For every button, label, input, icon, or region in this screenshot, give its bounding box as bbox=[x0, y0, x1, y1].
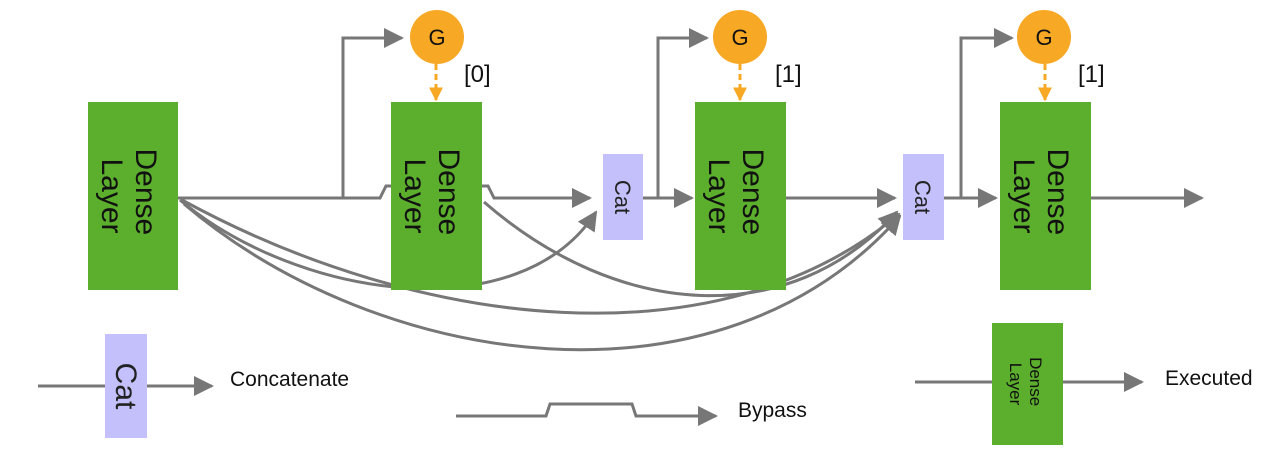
dense-layer-1: Dense Layer bbox=[391, 102, 482, 290]
gate-feed-wire-1 bbox=[656, 28, 709, 198]
cat-block-1-box bbox=[603, 154, 643, 240]
legend-executed: Dense Layer Executed bbox=[915, 323, 1253, 445]
dense-layer-0-label: Dense Layer bbox=[95, 148, 162, 243]
legend-dense-box bbox=[992, 323, 1063, 445]
legend-executed-label: Executed bbox=[1165, 367, 1253, 390]
legend-concatenate-label: Concatenate bbox=[230, 368, 349, 391]
legend-bypass-label: Bypass bbox=[738, 399, 807, 422]
dense-layer-3-box bbox=[1000, 102, 1091, 290]
legend: Cat Concatenate Bypass Dense Layer Execu… bbox=[38, 323, 1253, 445]
gate-1-label: G bbox=[731, 25, 748, 50]
cat-block-2-label: Cat bbox=[910, 180, 935, 214]
dense-layer-0-box bbox=[88, 102, 178, 290]
dense-layer-2-label: Dense Layer bbox=[702, 148, 769, 243]
legend-dense-label: Dense Layer bbox=[1006, 357, 1045, 411]
gate-2: G [1] bbox=[1017, 10, 1105, 88]
gate-feed-wire-2 bbox=[959, 28, 1014, 198]
gate-2-index: [1] bbox=[1078, 61, 1105, 88]
main-bypass-wire-1 bbox=[178, 184, 592, 208]
legend-bypass-wire bbox=[456, 402, 718, 426]
gate-1: G [1] bbox=[713, 10, 802, 88]
gate-feed-wire-0 bbox=[341, 28, 404, 198]
gate-0-index: [0] bbox=[464, 61, 491, 88]
skip-curve-dense0-cat2-b bbox=[183, 202, 902, 352]
gate-0-label: G bbox=[428, 25, 445, 50]
dense-layer-2: Dense Layer bbox=[695, 102, 786, 290]
gate-2-circle bbox=[1017, 10, 1071, 64]
cat-block-1: Cat bbox=[603, 154, 643, 240]
dense-layer-0: Dense Layer bbox=[88, 102, 178, 290]
dense-layer-3-label: Dense Layer bbox=[1007, 148, 1074, 243]
cat-block-2: Cat bbox=[903, 154, 944, 240]
gate-1-circle bbox=[713, 10, 767, 64]
dense-layer-2-box bbox=[695, 102, 786, 290]
cat-block-1-label: Cat bbox=[610, 180, 635, 214]
skip-curve-dense0-cat2-a bbox=[181, 198, 901, 315]
gate-0-circle bbox=[410, 10, 464, 64]
skip-curve-dense1-cat2 bbox=[483, 200, 899, 298]
skip-curve-dense0-cat1 bbox=[179, 198, 598, 290]
dense-layer-1-box bbox=[391, 102, 482, 290]
gate-1-index: [1] bbox=[775, 61, 802, 88]
dense-layer-1-label: Dense Layer bbox=[398, 148, 465, 243]
gate-0: G [0] bbox=[410, 10, 491, 88]
gate-2-label: G bbox=[1035, 25, 1052, 50]
cat-block-2-box bbox=[903, 154, 944, 240]
dense-layer-3: Dense Layer bbox=[1000, 102, 1091, 290]
legend-concatenate: Cat Concatenate bbox=[38, 334, 349, 438]
legend-cat-label: Cat bbox=[109, 363, 142, 410]
legend-cat-box bbox=[105, 334, 147, 438]
legend-bypass: Bypass bbox=[456, 399, 807, 426]
